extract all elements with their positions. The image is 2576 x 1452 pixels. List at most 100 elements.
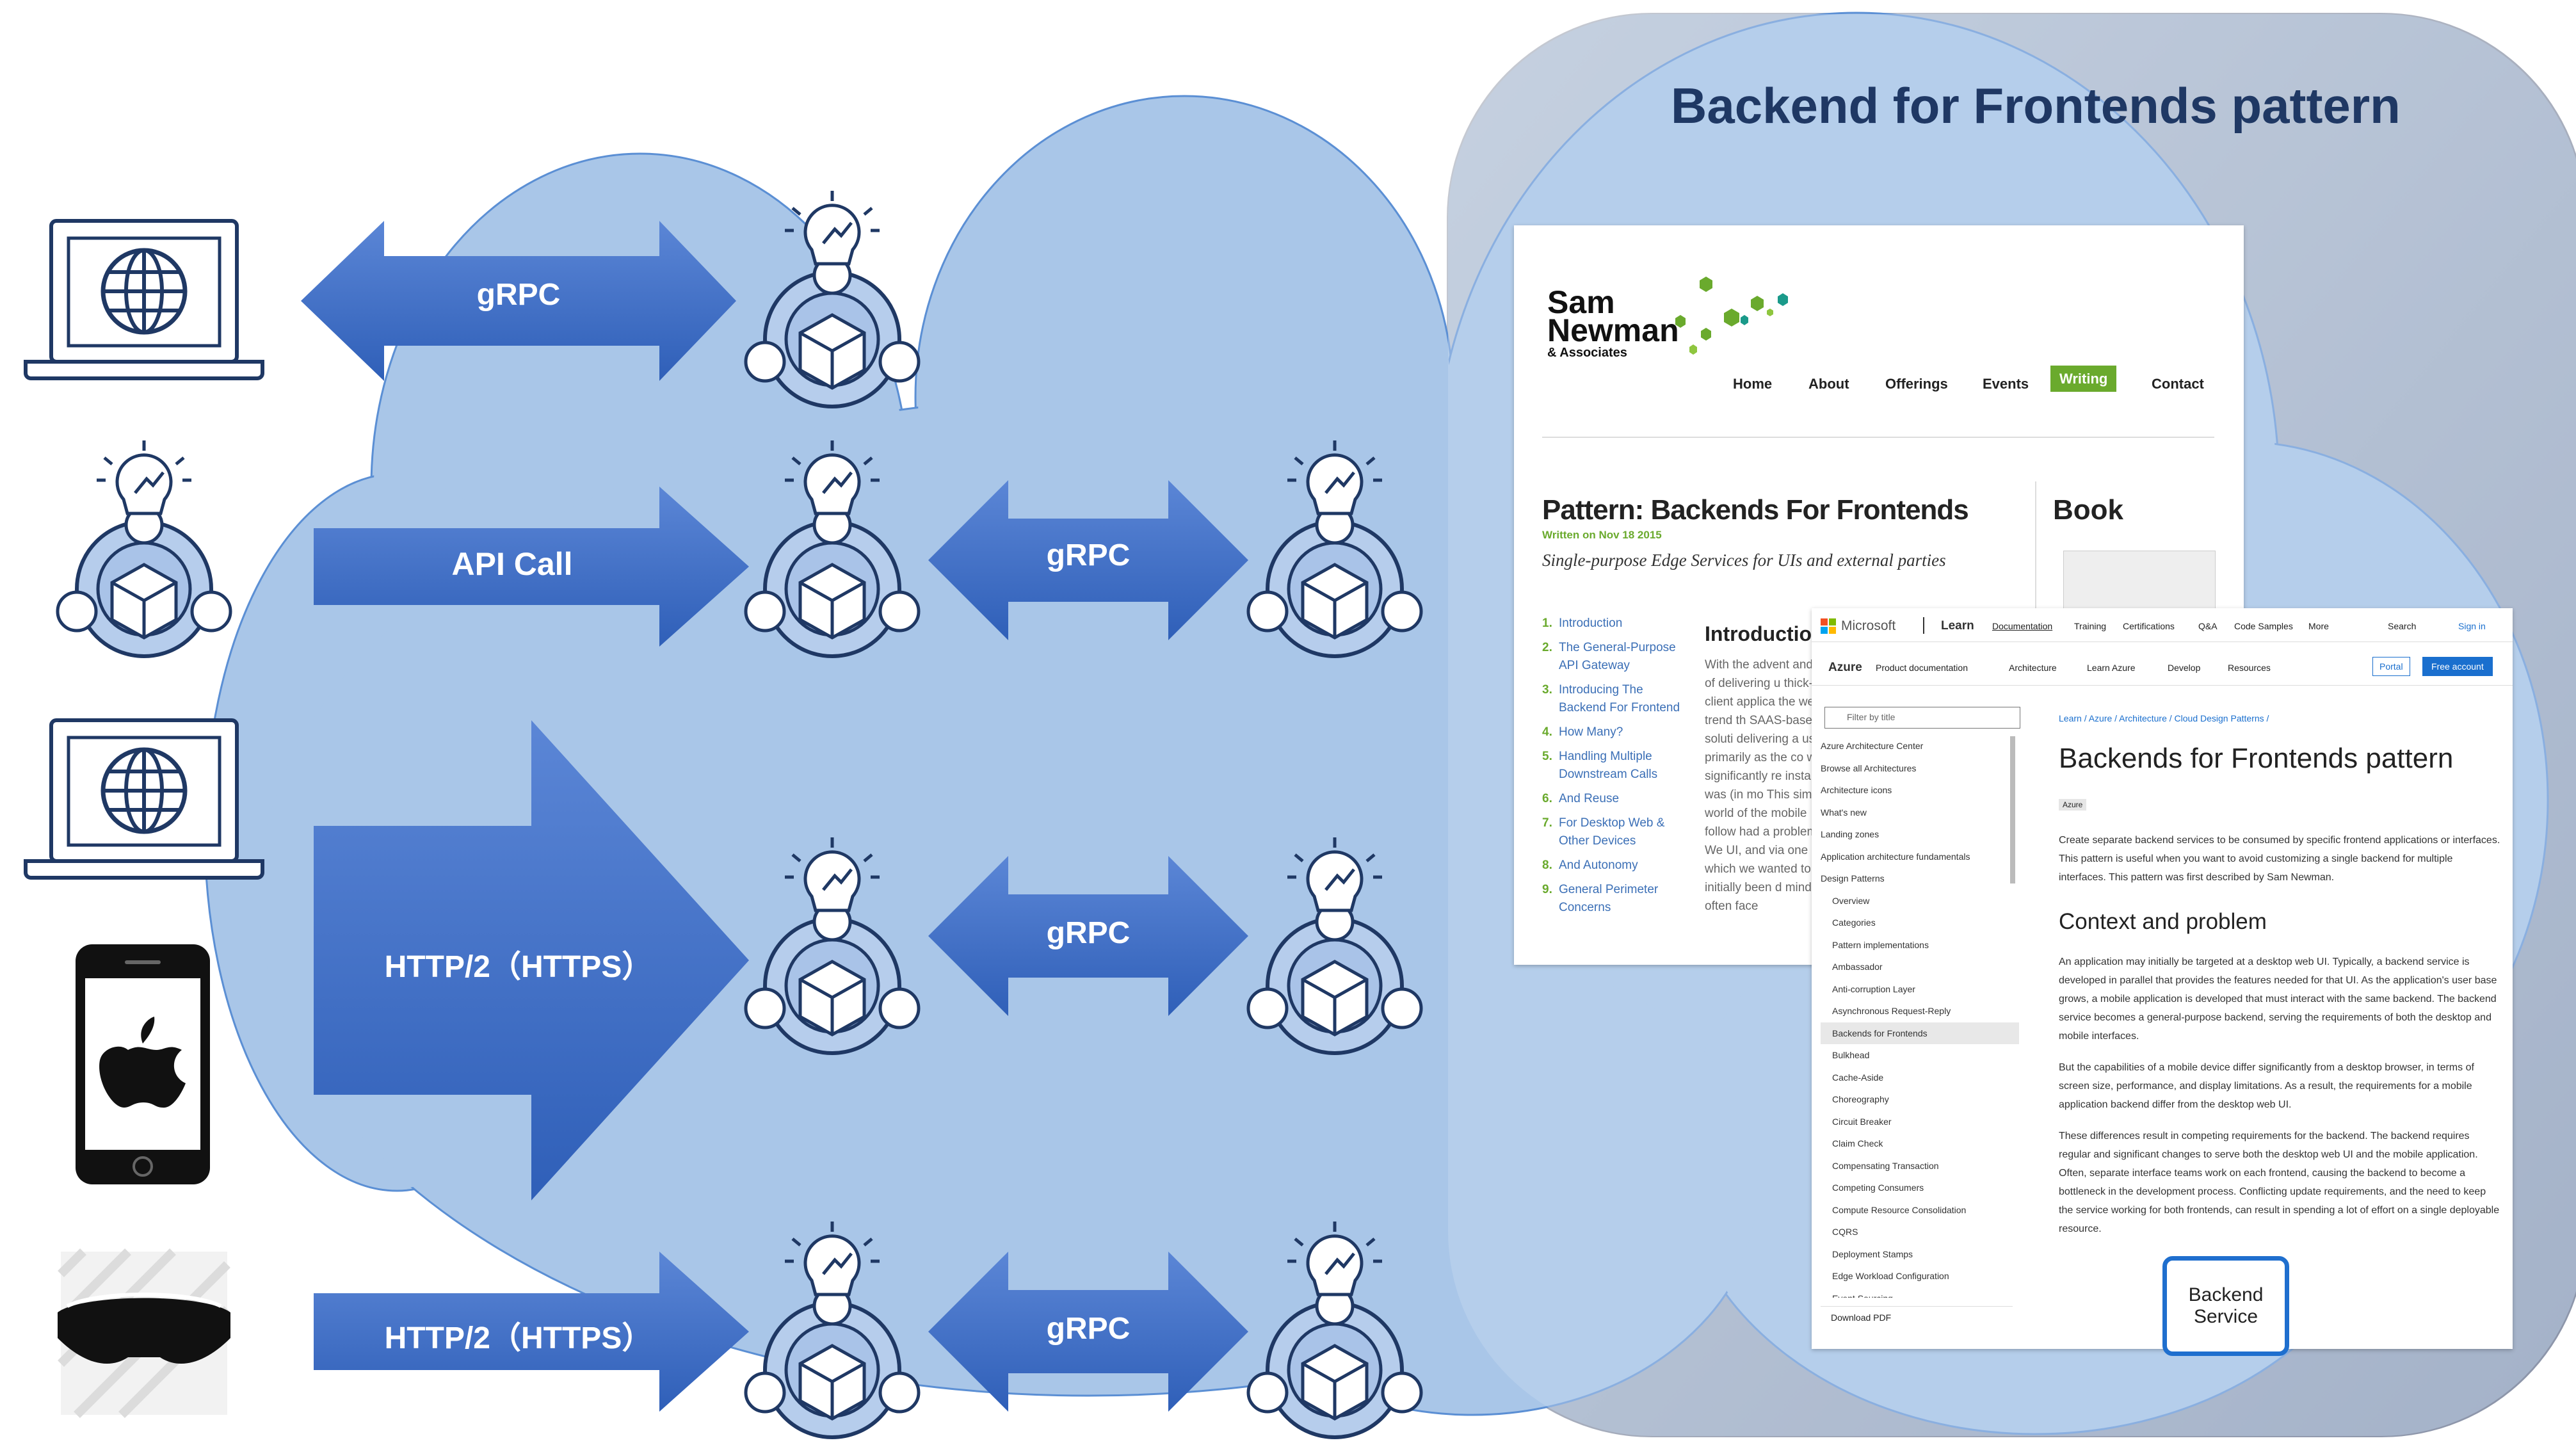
toc-item[interactable]: General Perimeter Concerns [1559,883,1659,914]
laptop-browser-icon-2 [26,720,262,878]
sidebar-item[interactable]: CQRS [1832,1227,1858,1237]
azure-label[interactable]: Azure [1828,661,1862,674]
intro-paragraph: Create separate backend services to be c… [2059,835,2500,883]
nav-home[interactable]: Home [1733,376,1773,392]
filter-input[interactable]: Filter by title [1824,707,2020,729]
arrow-label-6: HTTP/2（HTTPS） [384,1321,653,1355]
iphone-icon [76,944,210,1184]
sidebar-item[interactable]: Circuit Breaker [1832,1116,1892,1127]
hexagon-logo-icon [1675,277,1788,355]
toc-item[interactable]: Handling Multiple Downstream Calls [1559,750,1658,781]
toc-item[interactable]: Introducing The Backend For Frontend [1559,683,1680,714]
arrow-label-7: gRPC [1046,1312,1131,1346]
subnav-learn-azure[interactable]: Learn Azure [2087,663,2136,673]
sidebar-item[interactable]: Cache-Aside [1832,1072,1884,1083]
azure-tag: Azure [2059,799,2087,811]
sidebar-item[interactable]: Landing zones [1821,829,1880,839]
sidebar-item[interactable]: Compute Resource Consolidation [1832,1204,1967,1215]
sidebar-scrollbar[interactable] [2010,736,2015,883]
portal-button[interactable]: Portal [2372,657,2410,676]
subnav-develop[interactable]: Develop [2168,663,2201,673]
nav-about[interactable]: About [1808,376,1849,392]
sidebar-item[interactable]: Browse all Architectures [1821,762,1917,773]
backend-service-box: Backend Service [2162,1256,2289,1356]
arrow-label-4: HTTP/2（HTTPS） [384,950,653,984]
sidebar-item[interactable]: Application architecture fundamentals [1821,851,1970,862]
sidebar-item[interactable]: Design Patterns [1821,873,1885,883]
article-heading: Pattern: Backends For Frontends [1542,494,1969,526]
diagram-title: Backend for Frontends pattern [1671,77,2401,134]
sidebar-item[interactable]: Compensating Transaction [1832,1160,1939,1171]
sidebar-nav: Azure Architecture Center Browse all Arc… [1821,735,2019,1298]
sidebar-item[interactable]: Deployment Stamps [1832,1248,1913,1259]
backend-service-label: Backend Service [2188,1284,2264,1327]
subnav-architecture[interactable]: Architecture [2009,663,2057,673]
nav-events[interactable]: Events [1983,376,2029,392]
sign-in-link[interactable]: Sign in [2458,621,2486,631]
microsoft-logo-icon [1821,618,1836,634]
double-arrow-7 [928,1252,1248,1412]
search-link[interactable]: Search [2388,621,2417,631]
arrow-6 [314,1252,749,1412]
vr-headset-icon [58,1248,230,1418]
nav-training[interactable]: Training [2074,621,2107,631]
sam-newman-logo: Sam Newman [1547,284,1679,348]
sam-newman-page-screenshot: Sam Newman & Associates Home About Offer… [1514,225,2244,965]
sidebar-item[interactable]: Azure Architecture Center [1821,741,1924,751]
nav-documentation[interactable]: Documentation [1992,621,2053,631]
arrow-label-3: gRPC [1046,538,1131,572]
microservice-client-icon [58,440,230,656]
paragraph-1: An application may initially be targeted… [2059,956,2497,1042]
nav-code-samples[interactable]: Code Samples [2234,621,2293,631]
nav-writing[interactable]: Writing [2050,366,2117,392]
article-subtitle: Single-purpose Edge Services for UIs and… [1542,551,1946,570]
arrow-label-2: API Call [451,546,573,582]
arrow-label-5: gRPC [1046,916,1131,950]
nav-more[interactable]: More [2308,621,2329,631]
sidebar-item-active[interactable]: Backends for Frontends [1821,1022,2019,1044]
sidebar-item[interactable]: Event Sourcing [1821,1287,2019,1298]
arrow-label-1: gRPC [476,278,561,312]
download-pdf-link[interactable]: Download PDF [1831,1312,1892,1323]
table-of-contents: 1.Introduction 2.The General-Purpose API… [1542,617,1680,914]
breadcrumb[interactable]: Learn / Azure / Architecture / Cloud Des… [2059,713,2269,723]
filter-placeholder: Filter by title [1847,712,1896,722]
sidebar-item[interactable]: Categories [1832,917,1876,928]
free-account-button[interactable]: Free account [2422,657,2493,676]
toc-item[interactable]: And Autonomy [1559,859,1638,872]
arrows [301,221,1248,1412]
sidebar-item[interactable]: What's new [1821,807,1867,818]
nav-qa[interactable]: Q&A [2198,621,2218,631]
sidebar-item[interactable]: Bulkhead [1832,1050,1870,1060]
toc-item[interactable]: For Desktop Web & Other Devices [1559,816,1665,848]
sidebar-item[interactable]: Pattern implementations [1832,939,1929,950]
arrow-4 [314,720,749,1200]
sidebar-book-heading: Book [2053,494,2123,526]
sidebar-item[interactable]: Ambassador [1832,962,1883,972]
double-arrow-5 [928,856,1248,1016]
sidebar-item[interactable]: Asynchronous Request-Reply [1832,1006,1951,1016]
learn-link[interactable]: Learn [1941,619,1974,633]
sidebar-item[interactable]: Claim Check [1832,1138,1883,1149]
toc-item[interactable]: How Many? [1559,725,1623,739]
sidebar-item[interactable]: Anti-corruption Layer [1832,983,1915,994]
toc-item[interactable]: Introduction [1559,617,1623,630]
intro-text: With the advent and way of delivering u … [1705,658,1839,913]
toc-item[interactable]: The General-Purpose API Gateway [1559,641,1676,672]
subnav-product-docs[interactable]: Product documentation [1876,663,1968,673]
sidebar-item[interactable]: Overview [1832,895,1870,906]
nav-contact[interactable]: Contact [2152,376,2204,392]
paragraph-2: But the capabilities of a mobile device … [2059,1062,2474,1110]
subnav-resources[interactable]: Resources [2228,663,2271,673]
sidebar-item[interactable]: Choreography [1832,1094,1889,1104]
toc-item[interactable]: And Reuse [1559,792,1620,805]
intro-heading: Introduction [1705,622,1824,645]
paragraph-3: These differences result in competing re… [2059,1131,2500,1234]
nav-certifications[interactable]: Certifications [2123,621,2175,631]
sidebar-item[interactable]: Edge Workload Configuration [1832,1271,1949,1281]
double-arrow-3 [928,480,1248,640]
nav-offerings[interactable]: Offerings [1885,376,1948,392]
sidebar-item[interactable]: Competing Consumers [1832,1182,1924,1193]
section-heading: Context and problem [2059,909,2267,934]
sidebar-item[interactable]: Architecture icons [1821,785,1892,795]
